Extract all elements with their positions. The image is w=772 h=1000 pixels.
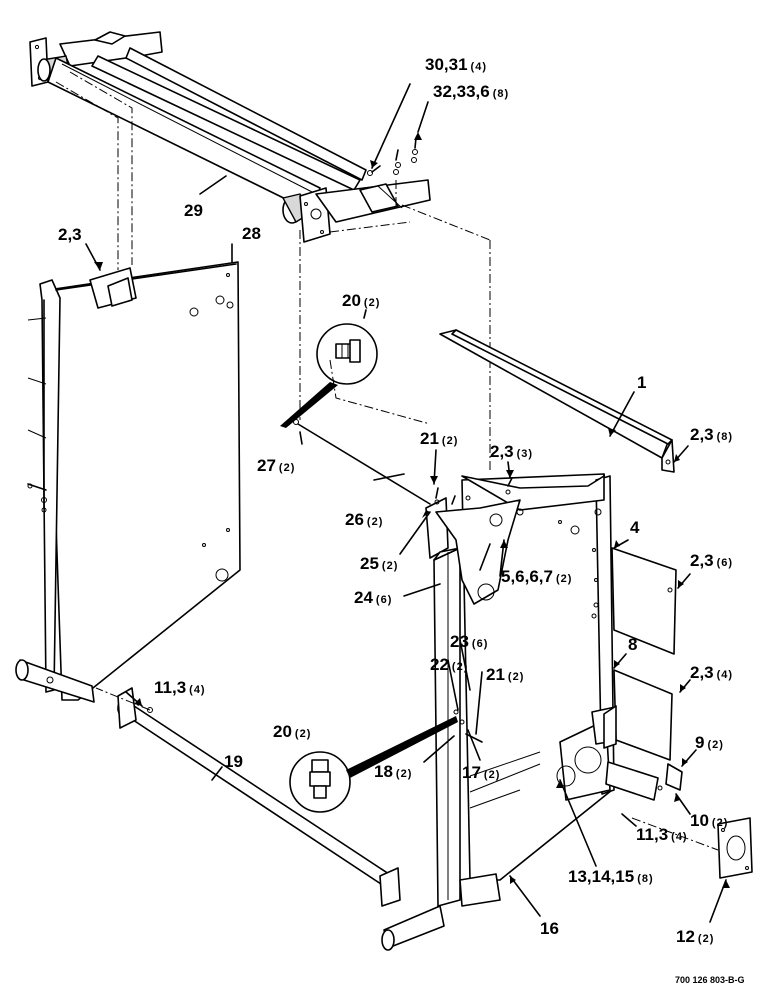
callout-22: 22(2) (430, 655, 468, 674)
callout-16: 16 (540, 919, 559, 938)
top-bolts (367, 137, 418, 176)
callout-28: 28 (242, 224, 261, 243)
support-rod-19 (117, 687, 401, 907)
callout-8: 8 (628, 635, 637, 654)
callout-4: 4 (630, 518, 640, 537)
top-tube-assembly (29, 31, 431, 243)
callout-19: 19 (224, 752, 243, 771)
callout-18: 18(2) (374, 762, 412, 781)
callout-30-31: 30,31(4) (425, 55, 487, 74)
callout-2-3-6: 2,3(6) (690, 551, 733, 570)
callout-21-lower: 21(2) (486, 665, 524, 684)
callout-21-upper: 21(2) (420, 429, 458, 448)
cover-plate-8 (591, 613, 673, 761)
callout-labels: 30,31(4) 32,33,6(8) 29 2,3 28 20(2) 1 21… (58, 55, 733, 946)
callout-5-6-6-7: 5,6,6,7(2) (501, 567, 572, 586)
callout-2-3-left: 2,3 (58, 225, 82, 244)
callout-12: 12(2) (676, 927, 714, 946)
callout-10: 10(2) (690, 811, 728, 830)
callout-2-3-4: 2,3(4) (690, 663, 733, 682)
flange-bearing-12 (717, 817, 753, 879)
cover-plate-4 (611, 547, 677, 655)
callout-1: 1 (637, 373, 646, 392)
angle-bar (439, 329, 675, 473)
callout-25: 25(2) (360, 554, 398, 573)
left-side-panel (15, 261, 241, 703)
callout-20-lower: 20(2) (273, 722, 311, 741)
callout-13-14-15: 13,14,15(8) (568, 867, 654, 886)
detail-circle-upper (280, 323, 378, 428)
callout-11-3-left: 11,3(4) (154, 678, 206, 697)
callout-2-3-3: 2,3(3) (490, 442, 533, 461)
callout-27: 27(2) (257, 456, 295, 475)
callout-11-3-right: 11,3(4) (636, 825, 688, 844)
callout-29: 29 (184, 201, 203, 220)
callout-17: 17(2) (462, 763, 500, 782)
callout-9: 9(2) (695, 733, 724, 752)
callout-24: 24(6) (354, 588, 392, 607)
arrowheads (94, 132, 730, 888)
detail-circle-lower (289, 716, 458, 813)
center-post (381, 477, 524, 951)
callout-26: 26(2) (345, 510, 383, 529)
callout-23: 23(6) (450, 632, 488, 651)
callout-2-3-8: 2,3(8) (690, 425, 733, 444)
drawing-code: 700 126 803-B-G (675, 975, 745, 985)
callout-32-33-6: 32,33,6(8) (433, 82, 509, 101)
callout-20-upper: 20(2) (342, 291, 380, 310)
bracket-9-10 (605, 761, 683, 801)
cable-26 (293, 419, 431, 505)
